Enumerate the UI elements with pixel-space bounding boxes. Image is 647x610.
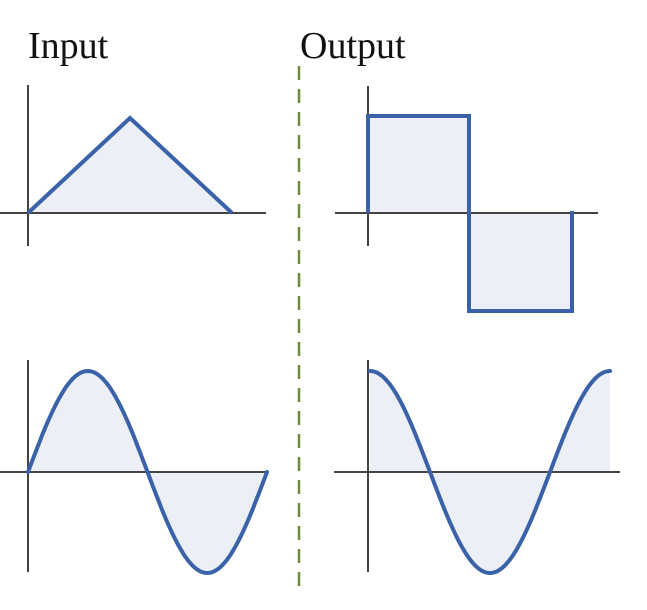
input-triangle-panel [0,85,266,246]
output-square-curve [366,114,574,313]
output-square-panel [335,86,598,313]
input-sine-curve [26,368,269,576]
input-heading: Input [28,25,109,67]
output-cosine-panel [334,360,620,576]
output-heading: Output [300,25,406,67]
input-triangle-curve [26,115,234,215]
input-sine-panel [0,360,269,576]
input-triangle-fill [28,118,232,213]
output-cosine-curve [368,369,612,576]
